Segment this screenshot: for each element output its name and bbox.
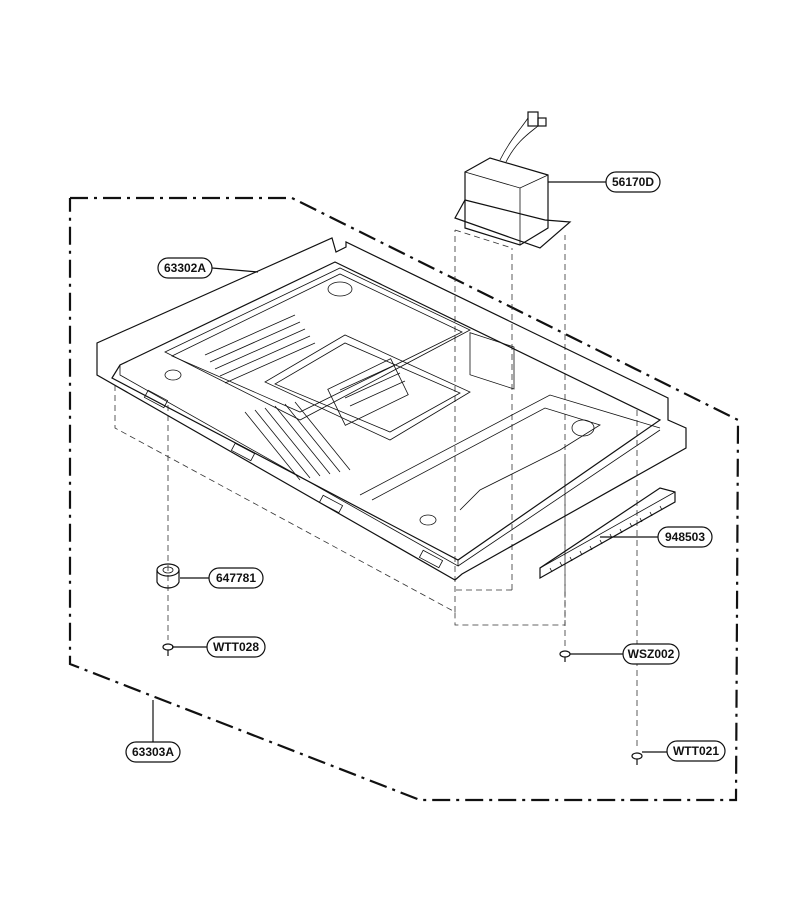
projection-lines bbox=[114, 229, 638, 748]
screw-wtt021 bbox=[631, 751, 667, 765]
base-plate bbox=[96, 237, 687, 581]
foam-strip bbox=[539, 487, 676, 580]
callout-label: 948503 bbox=[665, 530, 705, 544]
callout-63303a[interactable]: 63303A bbox=[125, 741, 181, 763]
callout-label: WSZ002 bbox=[628, 647, 675, 661]
foot bbox=[156, 563, 180, 589]
vent-grid bbox=[327, 358, 409, 426]
panel-louvers bbox=[204, 314, 316, 384]
callout-wtt021[interactable]: WTT021 bbox=[666, 740, 726, 762]
callout-label: WTT021 bbox=[673, 744, 719, 758]
callout-wtt028[interactable]: WTT028 bbox=[206, 636, 266, 658]
callout-63302a[interactable]: 63302A bbox=[157, 257, 213, 279]
leader-lines bbox=[152, 181, 658, 742]
callout-56170d[interactable]: 56170D bbox=[605, 171, 661, 193]
callout-label: 63303A bbox=[132, 745, 174, 759]
callout-label: 63302A bbox=[164, 261, 206, 275]
callout-wsz002[interactable]: WSZ002 bbox=[622, 643, 680, 665]
callout-label: 56170D bbox=[612, 175, 654, 189]
transformer bbox=[454, 111, 572, 390]
callout-647781[interactable]: 647781 bbox=[208, 567, 264, 589]
callout-948503[interactable]: 948503 bbox=[657, 526, 713, 548]
side-vents bbox=[244, 401, 351, 481]
assembly-boundary bbox=[68, 196, 740, 802]
foot-screw bbox=[162, 643, 207, 656]
callout-label: WTT028 bbox=[213, 640, 259, 654]
screw-wsz bbox=[559, 650, 623, 662]
callout-label: 647781 bbox=[216, 571, 256, 585]
